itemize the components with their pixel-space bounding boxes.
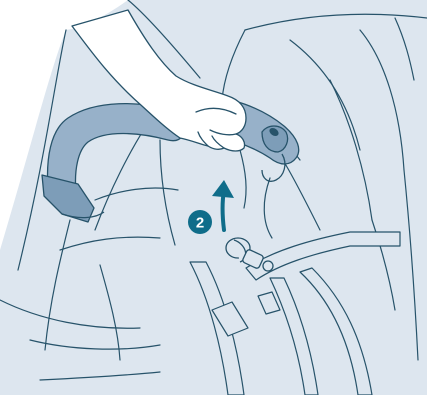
arrow-up-icon xyxy=(212,180,234,230)
step-badge: 2 xyxy=(188,210,212,234)
stroller-frame xyxy=(190,232,400,395)
step-number: 2 xyxy=(196,215,204,232)
